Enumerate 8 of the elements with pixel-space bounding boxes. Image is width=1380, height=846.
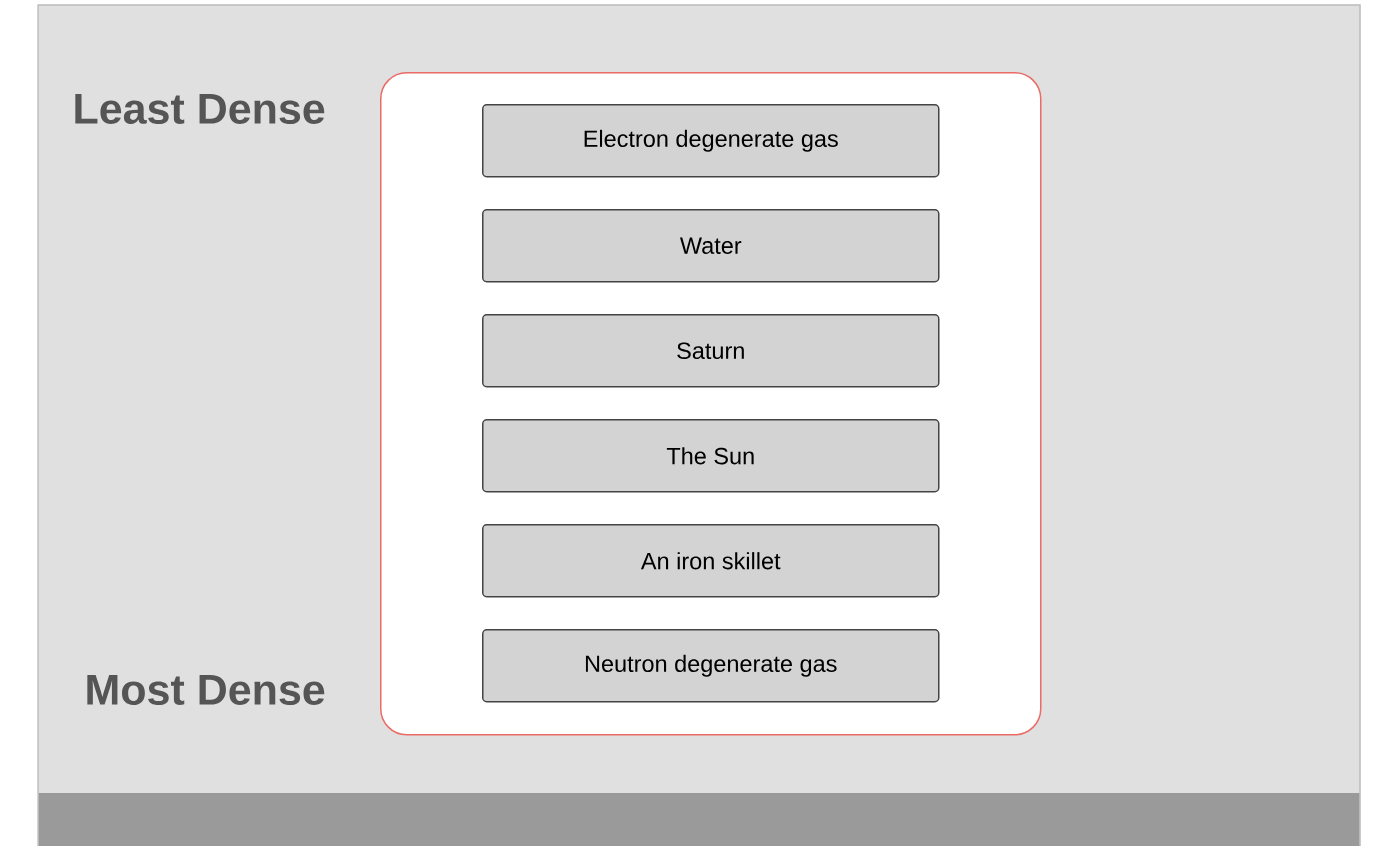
heading-label: Least Dense	[75, 94, 325, 124]
label-box: Electron degenerate gas	[482, 104, 940, 178]
label-box: Water	[482, 209, 940, 283]
label-box: An iron skillet	[482, 524, 940, 598]
label-box: Neutron degenerate gas	[482, 629, 940, 703]
label-box: The Sun	[482, 419, 940, 493]
label-box: Saturn	[482, 314, 940, 388]
heading-label: Most Dense	[87, 675, 325, 705]
